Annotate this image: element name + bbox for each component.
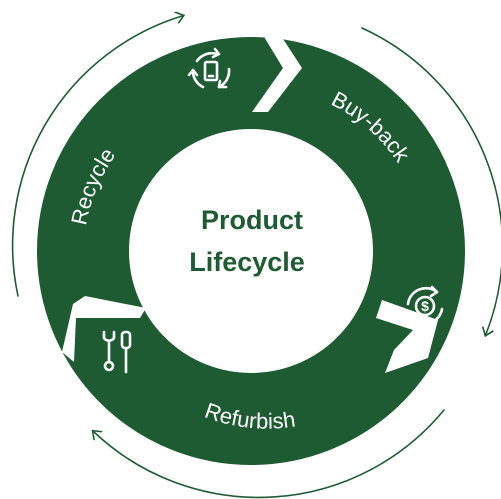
tools-icon [102,330,132,374]
chevron-separator-right [376,300,438,373]
chevron-separator-left [62,296,146,362]
chevron-separator-top [252,22,302,112]
outer-arrow-bottom [94,409,445,499]
outer-arrow-top [11,16,182,297]
lifecycle-ring [37,37,465,465]
svg-text:$: $ [421,298,429,314]
center-title-line2: Lifecycle [189,247,305,277]
center-title-line1: Product [201,205,303,235]
recycle-phone-icon [187,47,231,89]
dollar-cycle-icon: $ [406,285,444,327]
outer-arrow-right [361,27,501,334]
